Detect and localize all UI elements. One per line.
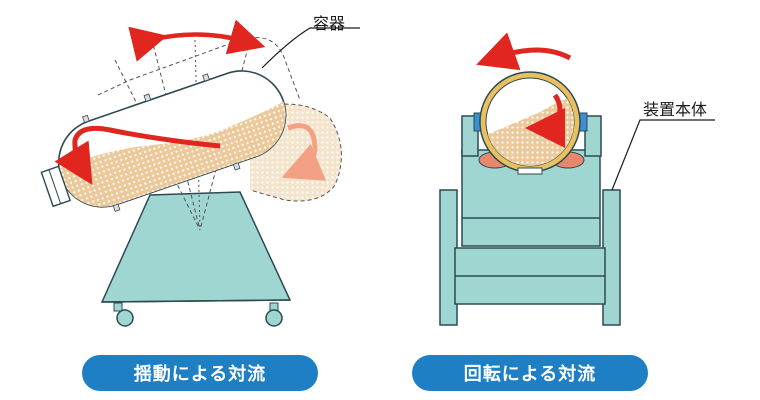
rotating-drum (479, 71, 581, 175)
wheel-left (113, 302, 134, 327)
rotation-convection-caption: 回転による対流 (412, 355, 648, 391)
container-label: 容器 (313, 14, 346, 33)
wheel-right (265, 302, 283, 327)
rotation-mixer (439, 32, 715, 326)
swing-convection-caption: 揺動による対流 (82, 355, 318, 391)
convection-arrow-faded-icon (281, 123, 327, 181)
swing-arrow-icon (128, 19, 266, 62)
device-body (439, 115, 621, 326)
swing-stand (100, 191, 292, 327)
device-body-label: 装置本体 (643, 100, 708, 119)
swing-mixer (40, 19, 360, 327)
inner-rotation-arrow-icon (525, 93, 566, 148)
convection-arrow-icon (54, 125, 221, 186)
rotation-arrow-icon (476, 32, 572, 71)
